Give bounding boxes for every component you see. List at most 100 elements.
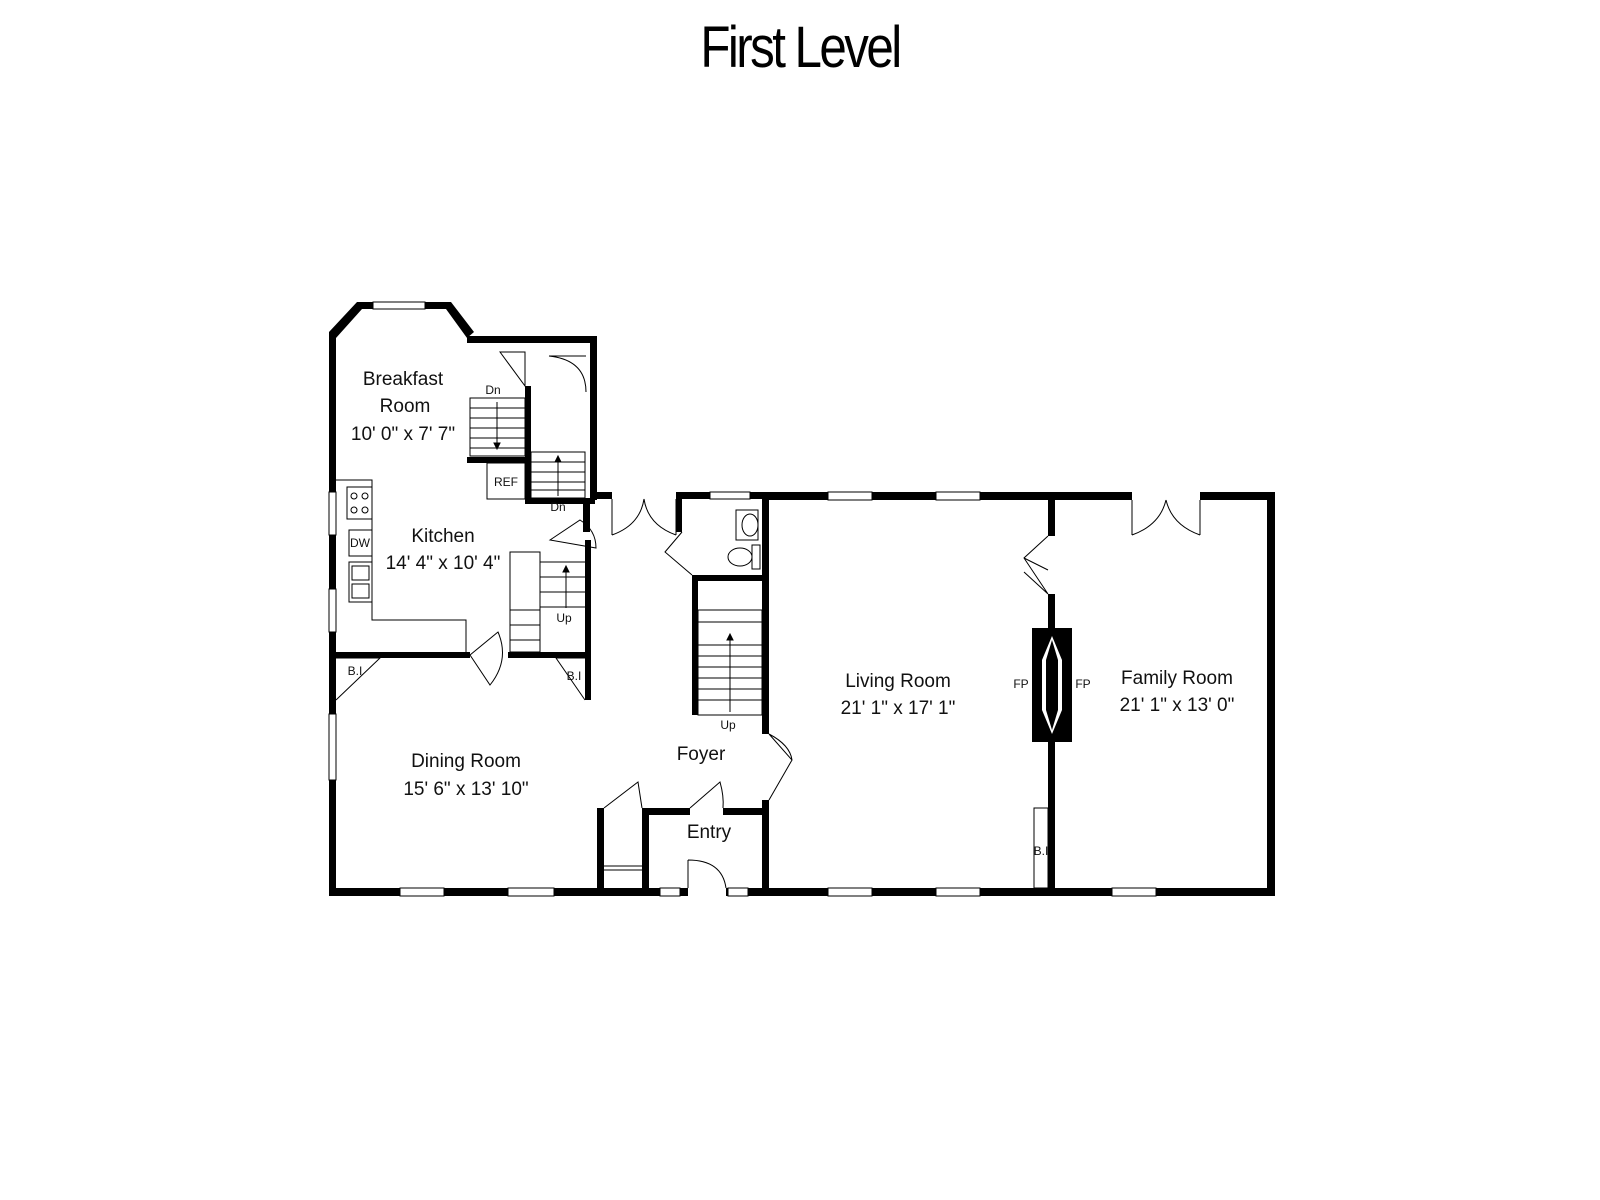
wall-living-west-bottom [762,800,769,896]
kitchen-fixtures [336,462,526,652]
room-name-kitchen: Kitchen [411,526,474,547]
wall-stair-bottom [525,498,595,504]
room-dims-living: 21' 1" x 17' 1" [841,698,956,719]
room-name-family: Family Room [1121,668,1233,689]
ref-label: REF [494,475,518,489]
window [935,491,981,501]
builtin-label-dining-east: B.I [567,669,582,683]
stair-dn-lower [530,451,586,499]
room-dims-dining: 15' 6" x 13' 10" [403,779,528,800]
walls [329,302,1275,896]
wall-closet-west [597,808,604,896]
window [399,887,445,897]
door-swing [689,781,724,809]
wall-stair-mid-h [467,457,531,463]
built-in-dining-west [335,657,382,701]
dishwasher-icon [348,529,373,557]
door-swing [611,498,645,536]
stair-dn-upper [469,397,526,457]
window [372,301,426,310]
stair-label-up-kitchen: Up [556,611,572,625]
door-swing [664,531,693,576]
fireplace-core-icon [1046,640,1058,730]
wall-west-upper [329,332,336,492]
door-swing [469,631,503,686]
wall-north-living [762,492,1274,500]
opening-family-patio [1132,490,1200,502]
room-name-breakfast-2: Room [380,396,431,417]
range-icon [346,486,373,520]
burner-icon [361,506,369,514]
door-swing [687,859,727,889]
sink-basin-icon [351,583,370,599]
wall-stair-to-hall [590,492,612,499]
window [1111,887,1157,897]
powder-room [727,509,761,570]
wall-pantry-east [585,540,591,700]
burner-icon [350,506,358,514]
door-swing [1131,499,1167,536]
wall-living-family-low [1048,742,1055,896]
counter [336,479,467,652]
windows [328,301,1157,897]
wall-stair-north [467,336,597,343]
wall-stair-east [590,336,597,500]
wall-kitchen-dining [336,652,470,658]
opening-hall-patio [612,490,676,502]
refrigerator-icon [486,462,526,500]
sink-basin-icon [351,565,370,581]
door-swing [548,519,597,549]
built-ins [335,657,1049,889]
burner-icon [350,492,358,500]
burner-icon [361,492,369,500]
labels: Breakfast Room 10' 0" x 7' 7" Kitchen 14… [348,369,1235,858]
window [709,491,751,500]
window [727,887,749,897]
door-swing [643,498,677,536]
built-in-dining-east [555,657,586,701]
fireplace-label-living: FP [1013,677,1028,691]
wall-kitchen-dining-2 [508,652,591,658]
wall-stair-mid [525,386,531,504]
window [659,887,681,897]
door-openings [612,490,1200,898]
room-name-living: Living Room [845,671,951,692]
built-in-living [1033,807,1049,889]
room-dims-kitchen: 14' 4" x 10' 4" [386,553,501,574]
wall-living-family-top [1048,492,1055,536]
sink-icon [741,513,759,537]
wall-west-mid [329,632,336,714]
window [507,887,555,897]
room-dims-family: 21' 1" x 13' 0" [1120,695,1235,716]
window [935,887,981,897]
room-name-foyer: Foyer [677,744,726,765]
builtin-label-dining-west: B.I [348,664,363,678]
door-swing [603,781,643,809]
wall-west-lower [329,780,336,896]
window [827,887,873,897]
stair-label-dn-lower: Dn [550,500,565,514]
room-name-breakfast: Breakfast [363,369,444,390]
window [328,491,337,536]
opening-entry [688,886,726,898]
sink-icon [348,561,373,603]
fireplace [1032,628,1072,742]
door-swing [548,355,587,393]
toilet-tank-icon [751,544,761,570]
builtin-label-living: B.I [1034,844,1049,858]
wall-stair-side [583,500,590,532]
wall-foyer-west [676,492,682,532]
stairs [469,397,763,871]
door-swing [1165,499,1201,536]
wall-entry-north-b [723,808,769,815]
door-swing [499,351,526,388]
wall-entry-west [642,808,649,896]
stair-label-dn-upper: Dn [485,383,500,397]
door-swing [768,733,793,801]
room-dims-breakfast: 10' 0" x 7' 7" [351,424,455,445]
plan-title: First Level [700,15,902,80]
stair-label-up-foyer: Up [720,718,736,732]
toilet-icon [727,547,753,567]
room-name-entry: Entry [687,822,732,843]
